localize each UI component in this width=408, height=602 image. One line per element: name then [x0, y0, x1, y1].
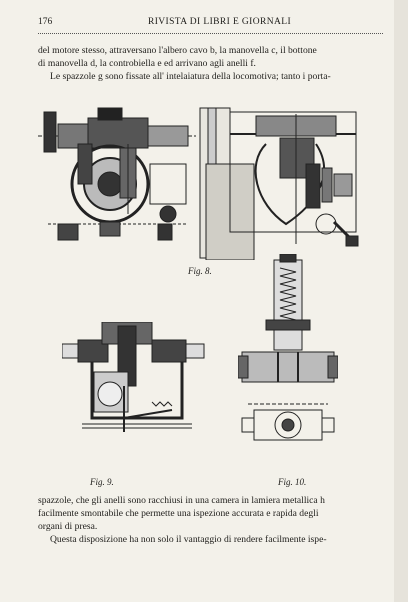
running-title: RIVISTA DI LIBRI E GIORNALI — [148, 17, 292, 27]
text-line: spazzole, che gli anelli sono racchiusi … — [38, 495, 325, 506]
figure-8-caption: Fig. 8. — [188, 266, 212, 276]
text-line: organi di presa. — [38, 521, 98, 532]
figure-10-drawing — [238, 254, 338, 441]
page-number: 176 — [38, 17, 53, 27]
text-line: di manovella d, la controbiella e ed arr… — [38, 58, 256, 69]
figure-8-left-drawing — [38, 107, 196, 241]
text-line: Le spazzole g sono fissate all' intelaia… — [50, 71, 331, 82]
figure-9-drawing — [62, 322, 205, 432]
header-rule — [38, 33, 383, 34]
page-edge — [394, 0, 408, 602]
paragraph-bottom: spazzole, che gli anelli sono racchiusi … — [38, 494, 383, 546]
text-line: Questa disposizione ha non solo il vanta… — [50, 534, 327, 545]
figure-9-caption: Fig. 9. — [90, 477, 114, 487]
running-header: 176 RIVISTA DI LIBRI E GIORNALI — [38, 17, 383, 31]
figure-10-caption: Fig. 10. — [278, 477, 307, 487]
text-line: facilmente smontabile che permette una i… — [38, 508, 319, 519]
text-line: del motore stesso, attraversano l'albero… — [38, 45, 317, 56]
paragraph-top: del motore stesso, attraversano l'albero… — [38, 44, 383, 83]
figure-8-right-drawing — [199, 107, 359, 260]
